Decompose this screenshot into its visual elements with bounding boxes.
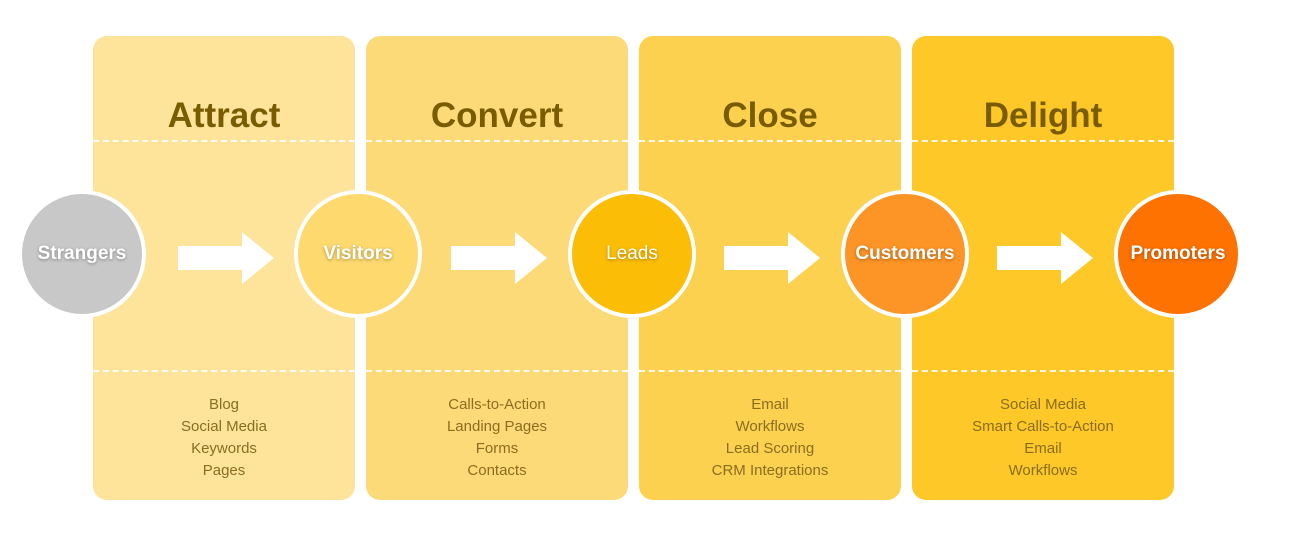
stage-label: Promoters [1130, 243, 1226, 264]
arrow-right-icon [997, 232, 1093, 284]
stage-strangers: Strangers [18, 190, 146, 318]
tool-item: Workflows [1008, 462, 1078, 479]
tool-item: Smart Calls-to-Action [972, 418, 1114, 435]
tool-item: Email [751, 396, 789, 413]
divider [93, 370, 355, 372]
stage-label: Customers [855, 243, 955, 264]
divider [912, 140, 1174, 142]
arrow-right-icon [724, 232, 820, 284]
stage-label: Visitors [323, 243, 393, 264]
tool-list: Blog Social Media Keywords Pages [93, 394, 355, 482]
tool-item: Blog [208, 396, 240, 413]
arrow-right-icon [178, 232, 274, 284]
tool-item: Calls-to-Action [448, 396, 546, 413]
tool-item: Social Media [181, 418, 267, 435]
stage-label: Leads [606, 243, 658, 264]
phase-title: Close [722, 96, 818, 135]
stage-customers: Customers [841, 190, 969, 318]
tool-item: Forms [475, 440, 519, 457]
stage-leads: Leads [568, 190, 696, 318]
divider [366, 140, 628, 142]
tool-item: Contacts [467, 462, 527, 479]
stage-label: Strangers [37, 243, 127, 264]
stage-promoters: Promoters [1114, 190, 1242, 318]
phase-title: Convert [430, 96, 564, 135]
tool-item: Social Media [1000, 396, 1086, 413]
divider [639, 140, 901, 142]
tool-item: Landing Pages [446, 418, 548, 435]
tool-item: Workflows [735, 418, 805, 435]
tool-list: Calls-to-Action Landing Pages Forms Cont… [366, 394, 628, 482]
tool-item: Pages [202, 462, 246, 479]
phase-title: Delight [983, 96, 1103, 135]
tool-item: Email [1024, 440, 1062, 457]
tool-item: Lead Scoring [725, 440, 815, 457]
stage-visitors: Visitors [294, 190, 422, 318]
divider [912, 370, 1174, 372]
divider [366, 370, 628, 372]
tool-item: CRM Integrations [711, 462, 829, 479]
divider [93, 140, 355, 142]
divider [639, 370, 901, 372]
arrow-right-icon [451, 232, 547, 284]
tool-list: Social Media Smart Calls-to-Action Email… [912, 394, 1174, 482]
tool-list: Email Workflows Lead Scoring CRM Integra… [639, 394, 901, 482]
tool-item: Keywords [191, 440, 257, 457]
phase-title: Attract [167, 96, 281, 135]
